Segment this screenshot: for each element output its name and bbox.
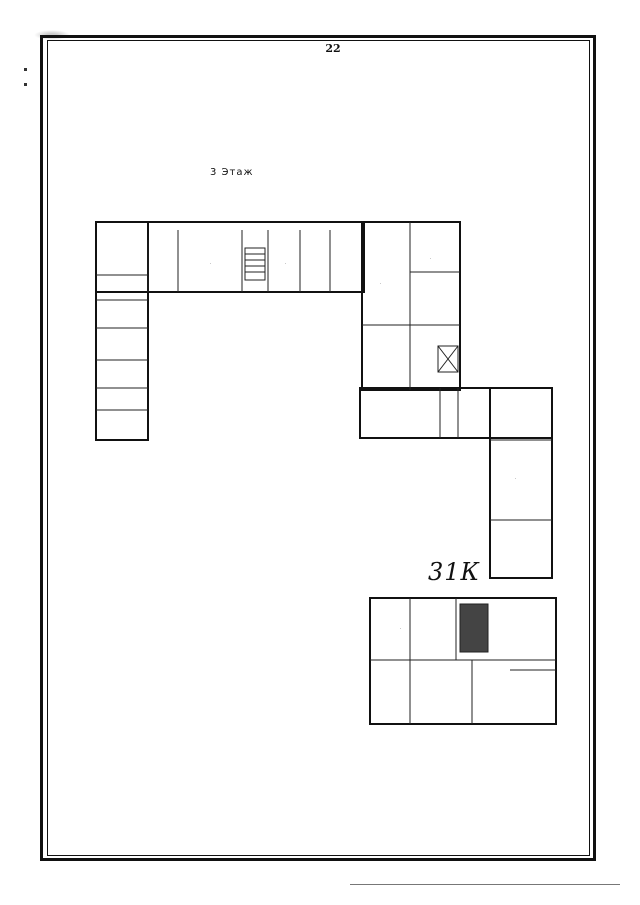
scan-marks [24,60,28,90]
page-number: 22 [325,42,341,55]
page-frame-inner [47,40,590,856]
svg-text:·: · [430,256,431,261]
handwritten-label: 31К [428,558,481,586]
page-frame-outer [40,35,596,861]
bottom-rule [350,884,620,885]
floor-title: 3 Этаж [210,167,254,178]
svg-text:·: · [285,261,286,266]
connector-outline [489,387,553,579]
svg-text:·: · [515,476,516,481]
svg-text:·: · [210,261,211,266]
middle-wing-outline [359,387,553,439]
svg-text:·: · [380,281,381,286]
east-block-outline [361,221,461,391]
left-wing-outline [95,221,149,441]
svg-text:·: · [400,626,401,631]
lower-block-outline [369,597,557,725]
top-wing-outline [95,221,365,293]
